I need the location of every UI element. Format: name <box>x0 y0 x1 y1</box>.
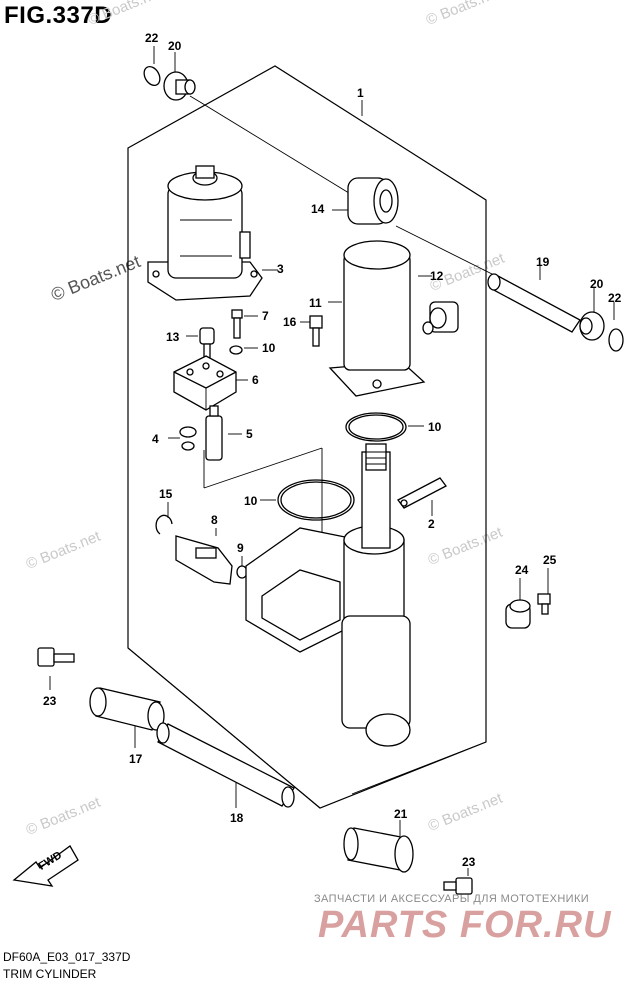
callout-20: 20 <box>168 39 182 53</box>
part-16-screw <box>309 315 323 347</box>
callout-10: 10 <box>428 420 442 434</box>
callout-20: 20 <box>590 277 604 291</box>
callout-22: 22 <box>145 31 159 45</box>
part-11-reservoir <box>328 240 426 397</box>
callout-4: 4 <box>152 432 159 446</box>
callout-18: 18 <box>230 811 244 825</box>
callout-6: 6 <box>252 373 259 387</box>
part-25-bolt <box>537 593 551 615</box>
figure-name: TRIM CYLINDER <box>3 967 97 981</box>
callout-7: 7 <box>262 309 269 323</box>
callout-3: 3 <box>277 262 284 276</box>
part-14-bushing <box>347 177 399 225</box>
callout-15: 15 <box>159 487 173 501</box>
callout-2: 2 <box>428 517 435 531</box>
callout-13: 13 <box>166 330 180 344</box>
part-22-snap-ring-right <box>608 328 624 352</box>
part-5-check-valve <box>205 405 223 461</box>
part-6-valve-body <box>173 355 237 411</box>
figure-code: DF60A_E03_017_337D <box>3 950 131 964</box>
part-24-bushing <box>505 599 531 629</box>
figure-title: FIG.337D <box>4 2 113 29</box>
callout-10: 10 <box>262 341 276 355</box>
part-10-o-ring-small <box>229 345 243 355</box>
part-1-cylinder-body <box>245 443 411 747</box>
brand-tagline: ЗАПЧАСТИ И АКСЕССУАРЫ ДЛЯ МОТОТЕХНИКИ <box>314 893 590 905</box>
part-23-bolt-lower <box>443 877 473 895</box>
callout-10: 10 <box>244 494 258 508</box>
callout-19: 19 <box>536 255 550 269</box>
callout-16: 16 <box>283 315 297 329</box>
part-4-seal <box>179 426 197 451</box>
leader-lines <box>49 46 615 876</box>
fwd-arrow <box>12 845 79 887</box>
part-15-snap-ring <box>155 514 173 535</box>
callout-5: 5 <box>246 427 253 441</box>
part-17-sleeve <box>89 687 165 731</box>
callout-11: 11 <box>309 296 322 310</box>
callout-25: 25 <box>543 553 557 567</box>
callout-22: 22 <box>608 291 622 305</box>
brand-logo: PARTS FOR.RU <box>318 904 612 946</box>
part-20-bushing-top <box>163 71 196 101</box>
part-19-pin <box>487 273 581 333</box>
part-8-manual-valve <box>175 535 233 585</box>
callout-14: 14 <box>311 202 325 216</box>
part-18-rod <box>156 722 295 808</box>
part-22-snap-ring-top <box>143 66 161 86</box>
part-21-bushing <box>343 827 414 873</box>
part-10-o-ring-lower <box>277 479 355 521</box>
part-12-valve <box>422 301 459 335</box>
callout-23: 23 <box>43 694 57 708</box>
callout-1: 1 <box>357 86 364 100</box>
part-3-motor <box>147 165 263 301</box>
callout-23: 23 <box>462 855 476 869</box>
callout-21: 21 <box>394 807 408 821</box>
callout-8: 8 <box>211 513 218 527</box>
callout-24: 24 <box>515 563 529 577</box>
part-2-clip <box>397 477 447 509</box>
callout-12: 12 <box>430 269 444 283</box>
part-10-o-ring-large <box>345 412 407 442</box>
part-7-bolt <box>231 309 243 339</box>
part-23-bolt-left <box>37 647 75 667</box>
callout-17: 17 <box>129 752 143 766</box>
part-13-valve-pin <box>199 327 215 359</box>
callout-9: 9 <box>237 541 244 555</box>
part-20-bushing-right <box>579 311 605 341</box>
